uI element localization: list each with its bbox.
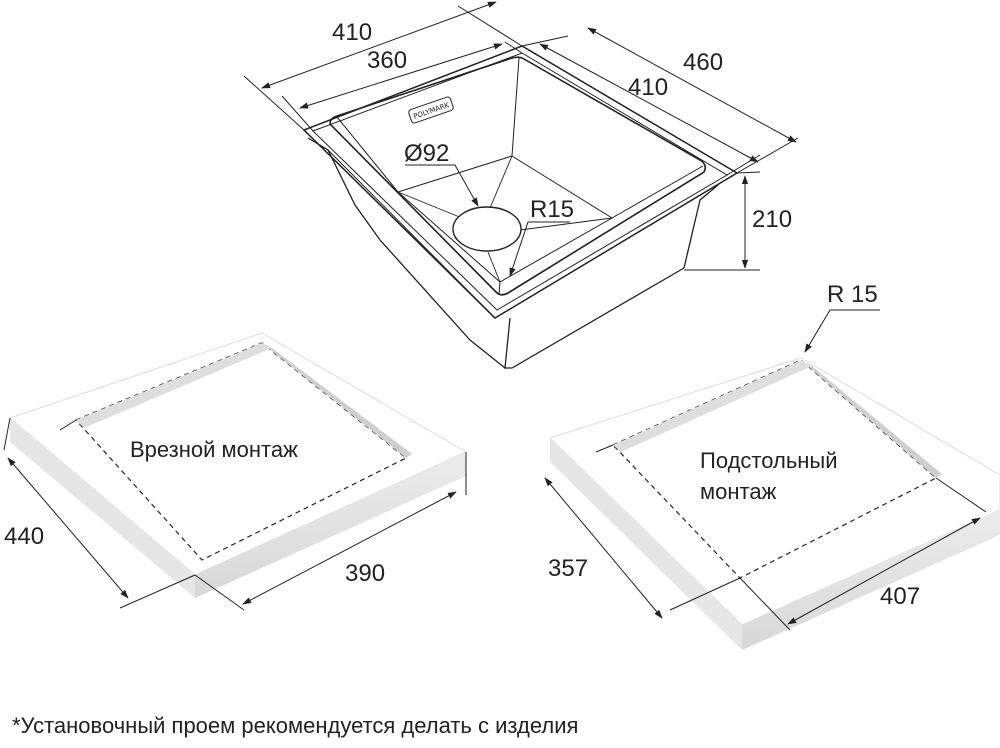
cutout-wall-right bbox=[262, 343, 412, 458]
dim-line-360 bbox=[299, 43, 503, 109]
dim-line-357 bbox=[544, 477, 663, 619]
dim-flush-front: 390 bbox=[345, 560, 385, 587]
cutout-wall-right bbox=[801, 360, 942, 478]
sink-body-front-edge bbox=[327, 149, 496, 319]
dim-outer-depth: 460 bbox=[683, 49, 723, 76]
dim-outer-width: 410 bbox=[332, 19, 372, 46]
dim-drain-diameter: Ø92 bbox=[404, 140, 449, 167]
undermount-slab bbox=[549, 357, 1000, 650]
dim-line-410-side bbox=[539, 43, 759, 163]
dim-line-440 bbox=[7, 457, 129, 599]
cutout-wall-back bbox=[613, 360, 812, 452]
undermount-dims bbox=[544, 309, 987, 631]
leader-drain bbox=[405, 164, 479, 207]
sink-body-right bbox=[683, 184, 719, 269]
sink-outer-rim bbox=[302, 45, 739, 319]
leader-cut-radius bbox=[804, 309, 880, 353]
dim-flush-side: 440 bbox=[4, 523, 44, 550]
leader-radius bbox=[509, 221, 570, 277]
sink-dimensions bbox=[243, 1, 799, 277]
dim-line-407 bbox=[787, 517, 981, 625]
sink-drawing: POLYMARK bbox=[302, 45, 739, 370]
undermount-title-line2: монтаж bbox=[700, 479, 777, 504]
dim-under-front: 407 bbox=[880, 583, 920, 610]
dim-corner-radius: R15 bbox=[530, 196, 574, 223]
sink-body-left bbox=[307, 137, 511, 370]
dim-under-radius: R 15 bbox=[827, 281, 878, 308]
flush-mount-slab bbox=[9, 332, 468, 598]
footnote: *Установочный проем рекомендуется делать… bbox=[12, 713, 579, 738]
dim-under-side: 357 bbox=[548, 555, 588, 582]
dim-height: 210 bbox=[752, 206, 792, 233]
drain-hole bbox=[452, 206, 522, 252]
dim-inner-width: 360 bbox=[367, 47, 407, 74]
dim-line-460 bbox=[587, 27, 797, 143]
flush-mount-dims bbox=[3, 417, 467, 611]
flush-mount-title: Врезной монтаж bbox=[130, 437, 298, 462]
undermount-title-line1: Подстольный bbox=[700, 448, 838, 473]
cutout-outline bbox=[74, 342, 408, 561]
sink-body-bottom bbox=[505, 267, 685, 369]
dim-inner-depth: 410 bbox=[628, 74, 668, 101]
cutout-wall-back bbox=[76, 343, 272, 428]
dim-line-390 bbox=[242, 491, 457, 605]
